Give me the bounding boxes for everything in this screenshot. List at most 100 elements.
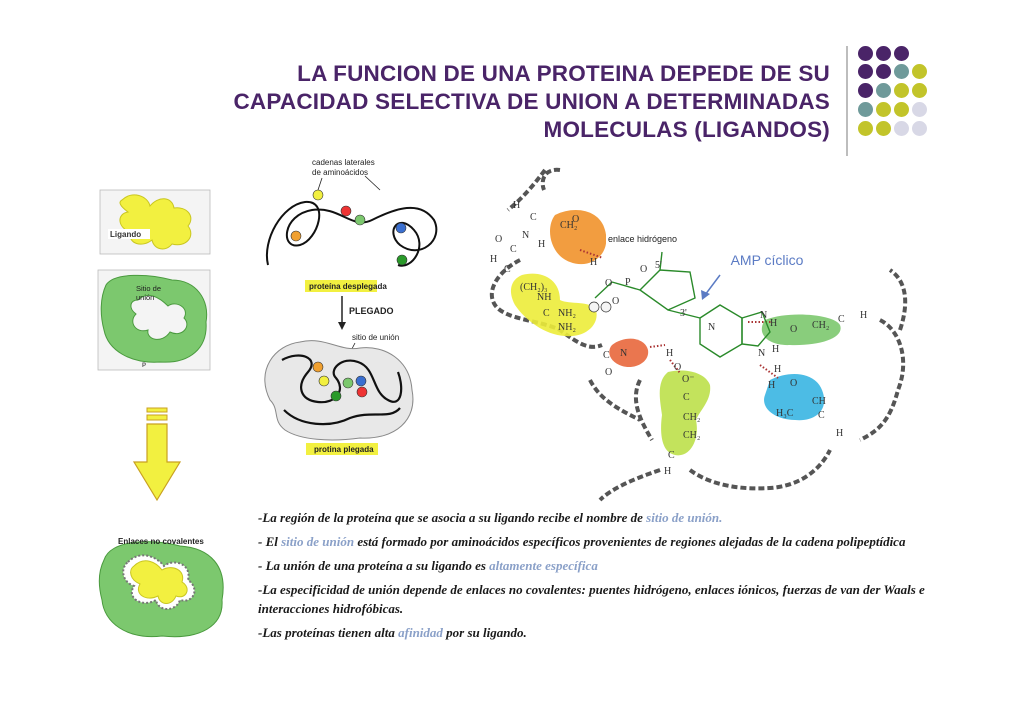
bullet-4-text: -La especificidad de unión depende de en… [258,582,925,616]
dot [912,102,927,117]
title-line-3: MOLECULAS (LIGANDOS) [543,117,830,142]
svg-text:C: C [504,264,511,275]
proteina-plegada-label: protina plegada [314,445,374,454]
dot [876,102,891,117]
dot [894,64,909,79]
svg-text:5': 5' [655,260,662,271]
binding-site-panel: Sitio de unión P [97,269,211,371]
svg-text:H: H [490,254,497,265]
bullet-3-pre: - La unión de una proteína a su ligando … [258,558,490,573]
svg-text:H: H [774,364,781,375]
proteina-desplegada-label: proteína desplegada [309,282,387,291]
svg-text:H: H [772,344,779,355]
sitio-de-union-label: sitio de unión [352,333,399,342]
bullet-5-pre: -Las proteínas tienen alta [258,625,399,640]
dot [858,102,873,117]
ligand-panel: Ligando [99,189,211,255]
bullet-3-highlight: altamente específica [489,558,598,573]
svg-text:O: O [612,296,619,307]
sitio-de-label: Sitio de [136,284,161,293]
bullet-list: -La región de la proteína que se asocia … [258,508,928,647]
svg-text:H: H [664,466,671,477]
svg-text:O: O [572,214,579,225]
bullet-5-post: por su ligando. [442,625,527,640]
enlace-hidrogeno-label: enlace hidrógeno [608,234,677,244]
amp-ciclico-label: AMP cíclico [712,249,822,271]
svg-text:CH₂: CH₂ [560,220,577,231]
svg-text:H: H [513,200,520,211]
svg-text:CH₂: CH₂ [683,412,700,423]
dot [876,121,891,136]
svg-text:H: H [538,239,545,250]
dot [912,64,927,79]
svg-text:O⁻: O⁻ [682,374,695,385]
svg-text:H: H [836,428,843,439]
svg-text:3': 3' [680,308,687,319]
dot [876,46,891,61]
svg-text:C: C [510,244,517,255]
title-line-1: LA FUNCION DE UNA PROTEINA DEPEDE DE SU [297,61,830,86]
enlaces-no-covalentes-label: Enlaces no covalentes [118,537,204,546]
dot [876,64,891,79]
svg-text:N: N [708,322,715,333]
svg-text:NH₂: NH₂ [558,322,576,333]
svg-text:C: C [668,450,675,461]
svg-text:H: H [860,310,867,321]
bullet-1-text: -La región de la proteína que se asocia … [258,510,647,525]
svg-text:C: C [818,410,825,421]
bullet-2-pre: - El [258,534,282,549]
dot [912,121,927,136]
cadenas-label-2: de aminoácidos [312,168,368,177]
slide-title: LA FUNCION DE UNA PROTEINA DEPEDE DE SU … [140,60,830,144]
svg-text:(CH₂)₃: (CH₂)₃ [520,282,548,293]
svg-text:O: O [605,367,612,378]
dot [876,83,891,98]
bound-complex-panel: Enlaces no covalentes [98,537,224,638]
title-line-2: CAPACIDAD SELECTIVA DE UNION A DETERMINA… [233,89,830,114]
dot [894,121,909,136]
dot [894,102,909,117]
title-divider [846,46,848,156]
dot [858,83,873,98]
svg-text:H: H [770,318,777,329]
svg-text:CH₂: CH₂ [683,430,700,441]
bullet-2-post: está formado por aminoácidos específicos… [354,534,906,549]
svg-text:O: O [605,278,612,289]
svg-text:O: O [790,378,797,389]
bullet-2: - El sitio de unión está formado por ami… [258,532,928,551]
svg-text:H: H [590,257,597,268]
bullet-1: -La región de la proteína que se asocia … [258,508,928,527]
dot [912,83,927,98]
svg-text:NH: NH [537,292,551,303]
bullet-4: -La especificidad de unión depende de en… [258,580,928,618]
bullet-2-highlight: sitio de unión [281,534,355,549]
union-label: unión [136,293,154,302]
dot [858,64,873,79]
svg-text:O: O [640,264,647,275]
dot [894,46,909,61]
ligando-label: Ligando [110,230,141,239]
svg-text:N: N [620,348,627,359]
svg-text:C: C [543,308,550,319]
dot [858,46,873,61]
svg-text:CH₂: CH₂ [812,320,829,331]
bullet-5-highlight: afinidad [398,625,443,640]
svg-text:O: O [790,324,797,335]
svg-text:C: C [683,392,690,403]
svg-text:H₃C: H₃C [776,408,794,419]
cadenas-label-1: cadenas laterales [312,158,375,167]
dot [894,83,909,98]
svg-text:N: N [522,230,529,241]
bullet-1-highlight: sitio de unión. [646,510,723,525]
svg-text:O: O [495,234,502,245]
svg-text:H: H [768,380,775,391]
svg-text:CH: CH [812,396,826,407]
svg-text:N: N [758,348,765,359]
folding-diagram: cadenas laterales de aminoácidos proteín… [264,158,438,455]
svg-text:C: C [530,212,537,223]
credit-label: P [142,363,146,369]
bullet-3: - La unión de una proteína a su ligando … [258,556,928,575]
bullet-5: -Las proteínas tienen alta afinidad por … [258,623,928,642]
svg-text:P: P [625,277,631,288]
